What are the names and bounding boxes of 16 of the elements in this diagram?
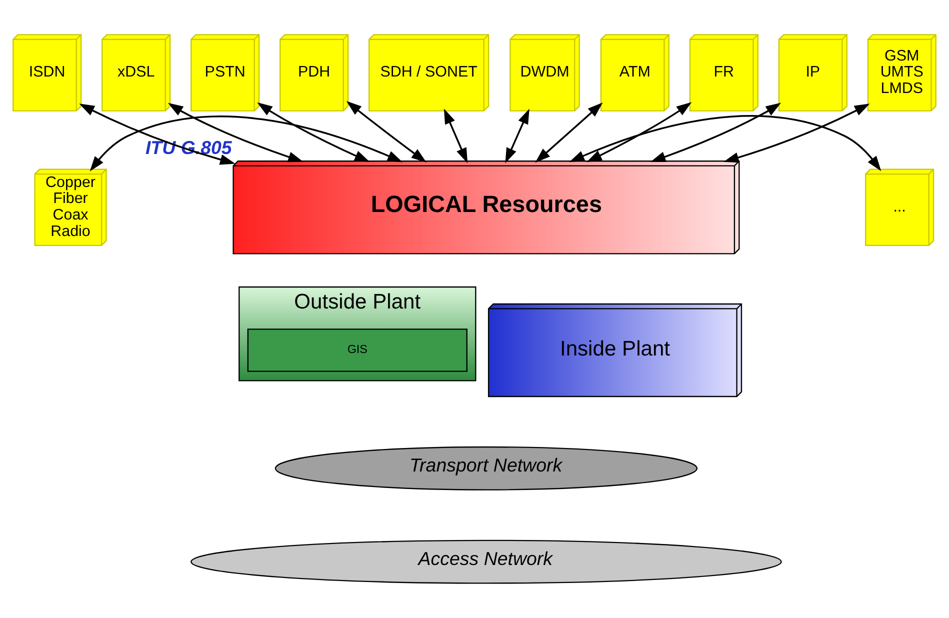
arrow — [444, 108, 468, 164]
node-ellipse: Transport Network — [274, 446, 698, 490]
arrow — [535, 102, 603, 163]
arrow — [505, 108, 530, 164]
node-box: GIS — [247, 328, 468, 372]
arrow — [79, 104, 236, 165]
arrow — [650, 102, 782, 162]
arrow — [569, 115, 882, 172]
node-ellipse: Access Network — [190, 540, 782, 584]
node-label: ITU G.805 — [145, 136, 232, 158]
arrow — [346, 101, 427, 163]
arrow — [586, 102, 692, 162]
arrow — [724, 104, 870, 163]
arrow — [90, 116, 403, 172]
arrow — [257, 102, 370, 162]
arrow — [168, 102, 304, 162]
